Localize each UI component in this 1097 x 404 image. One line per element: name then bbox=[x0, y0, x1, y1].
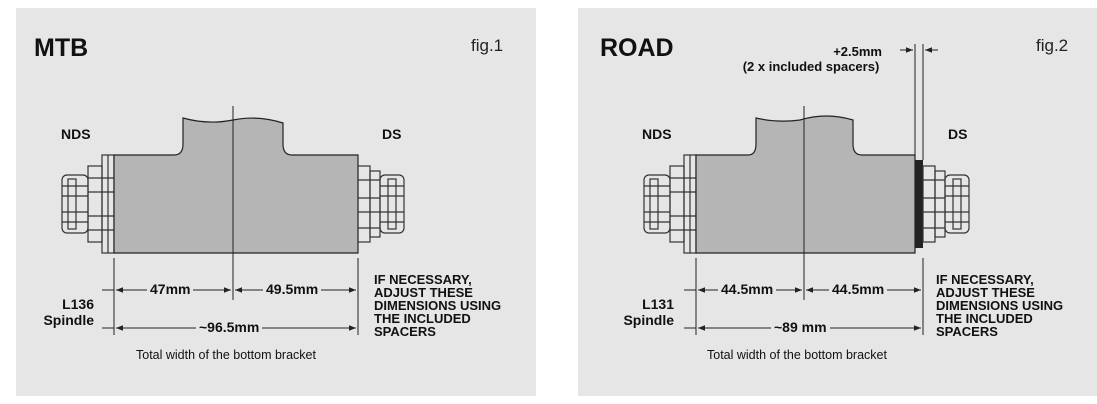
mtb-note-line: DIMENSIONS USING bbox=[374, 298, 502, 313]
road-note-line: ADJUST THESE bbox=[936, 285, 1035, 300]
road-note-line: IF NECESSARY, bbox=[936, 272, 1034, 287]
road-note-line: SPACERS bbox=[936, 324, 998, 339]
mtb-caption: Total width of the bottom bracket bbox=[136, 348, 316, 362]
road-note-line: DIMENSIONS USING bbox=[936, 298, 1064, 313]
road-note-line: THE INCLUDED bbox=[936, 311, 1033, 326]
road-caption: Total width of the bottom bracket bbox=[707, 348, 887, 362]
mtb-fig-label: fig.1 bbox=[471, 36, 504, 55]
mtb-spindle-word: Spindle bbox=[43, 312, 94, 328]
mtb-nds-cup bbox=[61, 154, 115, 254]
road-spindle-word: Spindle bbox=[623, 312, 674, 328]
road-nds-cup bbox=[643, 154, 697, 254]
road-spacers bbox=[915, 160, 923, 248]
mtb-bb-shell bbox=[113, 117, 359, 254]
road-dim-left: 44.5mm bbox=[718, 281, 777, 297]
mtb-ds-cup bbox=[357, 165, 405, 243]
road-spacer-count: (2 x included spacers) bbox=[742, 59, 880, 74]
mtb-dim-left: 47mm bbox=[147, 281, 194, 297]
road-dim-right: 44.5mm bbox=[829, 281, 888, 297]
road-ds-label: DS bbox=[948, 126, 968, 142]
road-spindle-label: L131 Spindle bbox=[604, 296, 674, 328]
mtb-dim-right: 49.5mm bbox=[263, 281, 322, 297]
mtb-note-line: IF NECESSARY, bbox=[374, 272, 472, 287]
mtb-spindle-label: L136 Spindle bbox=[24, 296, 94, 328]
mtb-diagram bbox=[61, 106, 405, 335]
mtb-spindle-length: L136 bbox=[62, 296, 94, 312]
mtb-note-line: ADJUST THESE bbox=[374, 285, 473, 300]
road-spindle-length: L131 bbox=[642, 296, 674, 312]
mtb-note-line: SPACERS bbox=[374, 324, 436, 339]
road-bb-shell bbox=[695, 115, 916, 254]
road-title: ROAD bbox=[600, 34, 674, 62]
road-spacer-label: +2.5mm (2 x included spacers) bbox=[726, 44, 896, 74]
road-ds-cup bbox=[922, 165, 970, 243]
road-diagram bbox=[643, 44, 970, 335]
mtb-ds-label: DS bbox=[382, 126, 402, 142]
road-fig-label: fig.2 bbox=[1036, 36, 1069, 55]
mtb-spacer-note: IF NECESSARY, ADJUST THESE DIMENSIONS US… bbox=[374, 273, 501, 338]
mtb-panel: MTB fig.1 NDS DS 47mm 49.5mm ~96.5mm L13… bbox=[16, 8, 536, 396]
road-panel: ROAD fig.2 +2.5mm (2 x included spacers)… bbox=[578, 8, 1097, 396]
road-nds-label: NDS bbox=[642, 126, 672, 142]
mtb-note-line: THE INCLUDED bbox=[374, 311, 471, 326]
road-spacer-dimension bbox=[900, 44, 938, 160]
mtb-title: MTB bbox=[34, 34, 89, 62]
mtb-nds-label: NDS bbox=[61, 126, 91, 142]
road-dim-total: ~89 mm bbox=[771, 319, 830, 335]
mtb-dim-total: ~96.5mm bbox=[196, 319, 263, 335]
road-spacer-size: +2.5mm bbox=[833, 44, 882, 59]
road-spacer-note: IF NECESSARY, ADJUST THESE DIMENSIONS US… bbox=[936, 273, 1063, 338]
